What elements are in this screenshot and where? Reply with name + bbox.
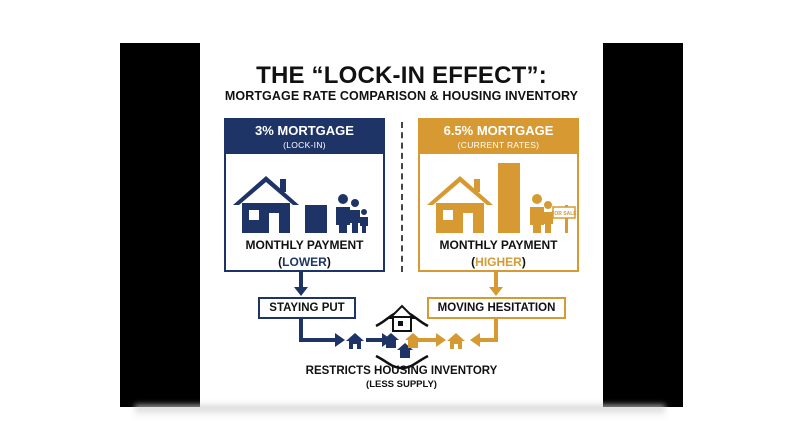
panel-header: 3% MORTGAGE (LOCK-IN) [224, 118, 385, 154]
card-shadow [135, 405, 665, 417]
house-details [249, 210, 279, 233]
panel-3-percent: 3% MORTGAGE (LOCK-IN) MONTHLY PAYMENT (L… [224, 118, 385, 272]
paren-close: ) [521, 255, 526, 269]
footer-title: RESTRICTS HOUSING INVENTORY [305, 365, 498, 377]
panel-heading: 3% MORTGAGE [255, 123, 354, 138]
house-details [443, 210, 473, 233]
panel-subheading: (CURRENT RATES) [457, 140, 540, 150]
panel-6-5-percent: 6.5% MORTGAGE (CURRENT RATES) MONTHLY PA… [418, 118, 579, 272]
sign-text: FOR SALE [551, 211, 577, 217]
panel-subheading: (LOCK-IN) [283, 140, 326, 150]
arrow-down-icon [294, 272, 308, 296]
left-letterbox [120, 43, 200, 407]
dashed-divider [401, 122, 403, 272]
family-icon [336, 194, 368, 233]
payment-bar-small [305, 205, 327, 233]
payment-word: HIGHER [475, 255, 522, 269]
family-icon [530, 194, 553, 233]
house-icon [427, 176, 493, 233]
page-subtitle: MORTGAGE RATE COMPARISON & HOUSING INVEN… [224, 89, 579, 103]
right-letterbox [603, 43, 683, 407]
status-staying-put: STAYING PUT [258, 297, 356, 319]
status-moving-hesitation: MOVING HESITATION [427, 297, 566, 319]
arrow-right-icon [299, 319, 345, 347]
paren-open: ( [471, 255, 476, 269]
panel-header: 6.5% MORTGAGE (CURRENT RATES) [418, 118, 579, 154]
arrow-right-icon [416, 333, 446, 347]
payment-comparison: (HIGHER) [420, 255, 577, 269]
payment-label: MONTHLY PAYMENT [245, 238, 364, 252]
paren-open: ( [278, 255, 283, 269]
house-icon [447, 333, 465, 349]
page-title: THE “LOCK-IN EFFECT”: [256, 62, 547, 89]
payment-comparison: (LOWER) [226, 255, 383, 269]
payment-label: MONTHLY PAYMENT [439, 238, 558, 252]
payment-bar-tall [498, 163, 520, 233]
arrow-down-icon [489, 272, 503, 296]
payment-word: LOWER [282, 255, 327, 269]
house-icon [233, 176, 299, 233]
for-sale-sign-icon: FOR SALE [551, 205, 577, 233]
house-cluster-icon [375, 304, 429, 370]
footer-subtitle: (LESS SUPPLY) [366, 379, 437, 390]
panel-heading: 6.5% MORTGAGE [443, 123, 554, 138]
house-icon [346, 333, 364, 349]
paren-close: ) [326, 255, 331, 269]
arrow-left-icon [470, 319, 498, 347]
